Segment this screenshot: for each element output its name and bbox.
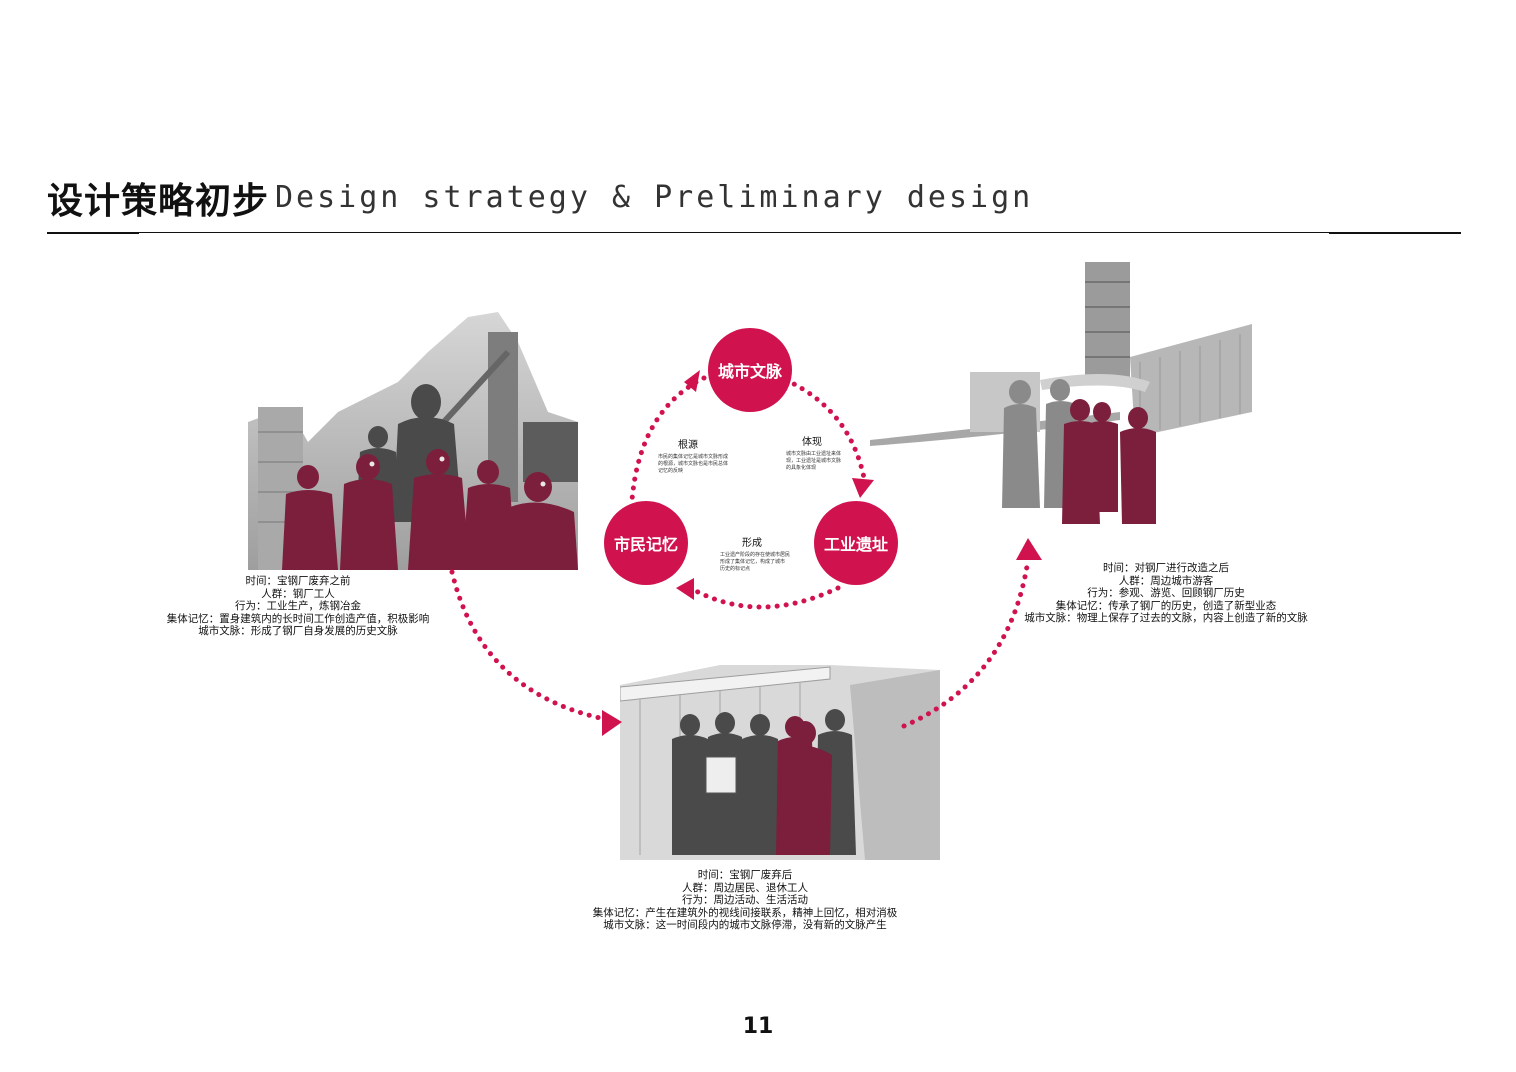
caption-line: 城市文脉：形成了钢厂自身发展的历史文脉: [198, 625, 398, 637]
caption-line: 人群：钢厂工人: [261, 587, 335, 600]
caption-after-renovation: 时间：对钢厂进行改造之后 人群：周边城市游客 行为：参观、游览、回顾钢厂历史 集…: [1016, 562, 1316, 625]
connector-before-to-abandoned: [449, 569, 603, 721]
arrowhead-to-abandoned: [602, 710, 622, 736]
page-title: 设计策略初步: [47, 181, 270, 222]
link-embody-desc-2: 现，工业遗址是城市文脉: [786, 457, 841, 464]
cycle-arc-right-left: [691, 585, 841, 610]
link-form-desc-2: 形成了集体记忆，构成了城市: [720, 558, 785, 565]
title-rule-left: [47, 232, 139, 234]
link-form-title: 形成: [742, 537, 762, 549]
connector-abandoned-to-after: [901, 557, 1031, 729]
link-embody-title: 体现: [802, 436, 822, 448]
arrowhead-left-top: [684, 370, 700, 392]
caption-line: 集体记忆：传承了钢厂的历史，创造了新型业态: [1055, 599, 1277, 612]
caption-line: 时间：对钢厂进行改造之后: [1103, 562, 1229, 574]
node-citizen-memory: 市民记忆: [614, 535, 678, 554]
caption-line: 行为：工业生产，炼钢冶金: [235, 600, 361, 612]
page-subtitle: Design strategy & Preliminary design: [275, 180, 1034, 215]
link-embody-desc-1: 城市文脉由工业遗址来体: [786, 450, 841, 457]
link-embody-desc-3: 的具象化体现: [786, 464, 816, 471]
arrowhead-right-left: [676, 578, 694, 600]
link-root-desc-3: 记忆的反映: [658, 467, 683, 474]
cycle-arc-left-top: [629, 375, 707, 503]
caption-line: 人群：周边居民、退休工人: [682, 881, 808, 894]
caption-after-abandonment: 时间：宝钢厂废弃后 人群：周边居民、退休工人 行为：周边活动、生活活动 集体记忆…: [585, 869, 905, 932]
link-form-desc-1: 工业遗产阶段的存在使城市居民: [720, 551, 790, 558]
caption-line: 行为：参观、游览、回顾钢厂历史: [1087, 587, 1245, 599]
caption-line: 集体记忆：置身建筑内的长时间工作创造产值，积极影响: [166, 612, 430, 625]
photo-after-renovation: [870, 262, 1252, 524]
link-form-desc-3: 历史的标记点: [720, 565, 750, 572]
node-circle-citizen-memory: [604, 501, 688, 585]
title-rule: [139, 232, 1329, 233]
caption-line: 城市文脉：这一时间段内的城市文脉停滞，没有新的文脉产生: [603, 919, 887, 931]
arrowhead-top-right: [852, 478, 874, 498]
caption-line: 城市文脉：物理上保存了过去的文脉，内容上创造了新的文脉: [1024, 612, 1308, 624]
photo-after-abandonment: [620, 665, 940, 860]
link-root-desc-2: 的根源，城市文脉也是市民总体: [658, 460, 728, 467]
node-circle-urban-context: [708, 328, 792, 412]
arrowhead-to-after: [1016, 538, 1042, 560]
node-industrial-site: 工业遗址: [824, 535, 888, 554]
caption-line: 人群：周边城市游客: [1118, 574, 1214, 587]
caption-before-abandonment: 时间：宝钢厂废弃之前 人群：钢厂工人 行为：工业生产，炼钢冶金 集体记忆：置身建…: [148, 575, 448, 638]
node-urban-context: 城市文脉: [718, 362, 783, 381]
caption-line: 集体记忆：产生在建筑外的视线间接联系，精神上回忆，相对消极: [592, 906, 898, 919]
photo-before-abandonment: [248, 312, 578, 570]
node-circle-industrial-site: [814, 501, 898, 585]
title-rule-right: [1329, 232, 1461, 234]
caption-line: 时间：宝钢厂废弃之前: [245, 575, 351, 587]
link-root-desc-1: 市民的集体记忆是城市文脉形成: [658, 453, 728, 460]
link-root-title: 根源: [678, 438, 698, 451]
caption-line: 行为：周边活动、生活活动: [682, 894, 808, 906]
cycle-arc-top-right: [783, 377, 867, 481]
page-number: 11: [742, 1014, 774, 1039]
caption-line: 时间：宝钢厂废弃后: [697, 869, 793, 881]
